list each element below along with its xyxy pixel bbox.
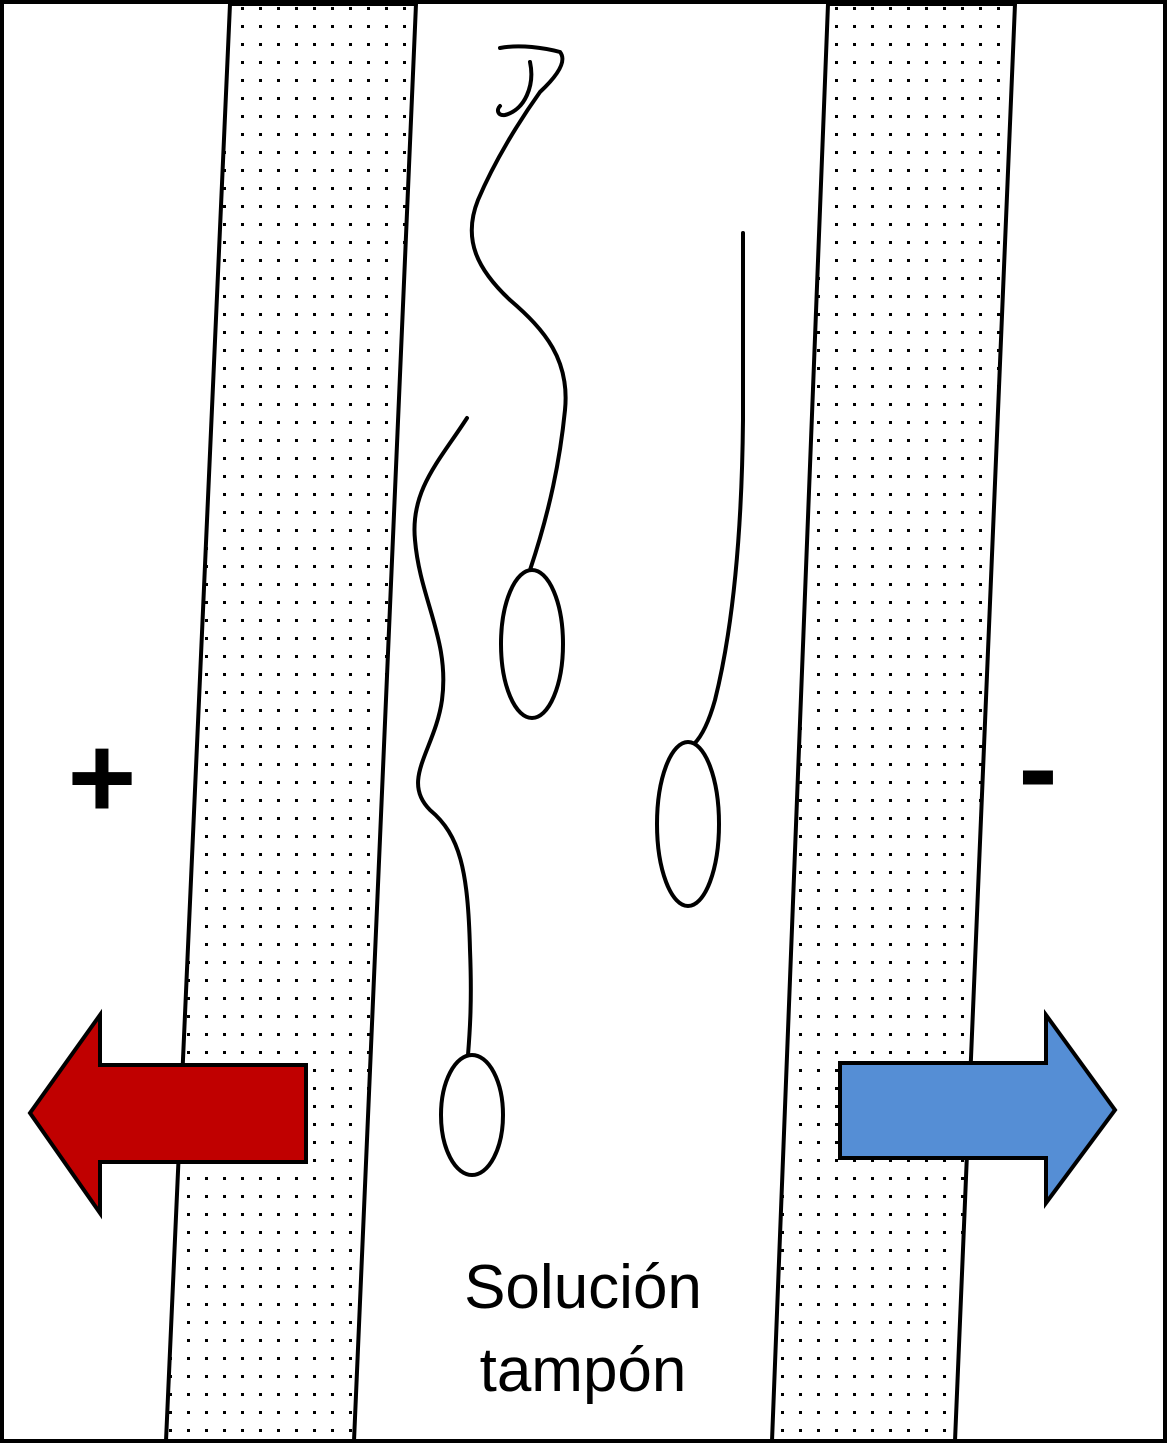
sperm-tail-1 bbox=[469, 44, 568, 572]
sperm-tail-3 bbox=[412, 416, 473, 1057]
negative-electrode-sign: - bbox=[1018, 702, 1057, 834]
sperm-cell-2 bbox=[655, 231, 745, 908]
positive-electrode-sign: + bbox=[68, 712, 137, 844]
sperm-head-1 bbox=[499, 568, 565, 720]
sperm-tail-1-hook bbox=[495, 60, 534, 118]
positive-arrow bbox=[27, 1008, 308, 1220]
sperm-cell-1 bbox=[469, 44, 568, 720]
sperm-tail-2 bbox=[692, 231, 745, 746]
sperm-head-3 bbox=[439, 1053, 505, 1177]
sperm-cell-3 bbox=[412, 416, 505, 1177]
sperm-head-2 bbox=[655, 740, 721, 908]
negative-arrow bbox=[838, 1008, 1118, 1210]
buffer-label-line2: tampón bbox=[480, 1336, 687, 1405]
buffer-label-line1: Solución bbox=[464, 1253, 702, 1322]
